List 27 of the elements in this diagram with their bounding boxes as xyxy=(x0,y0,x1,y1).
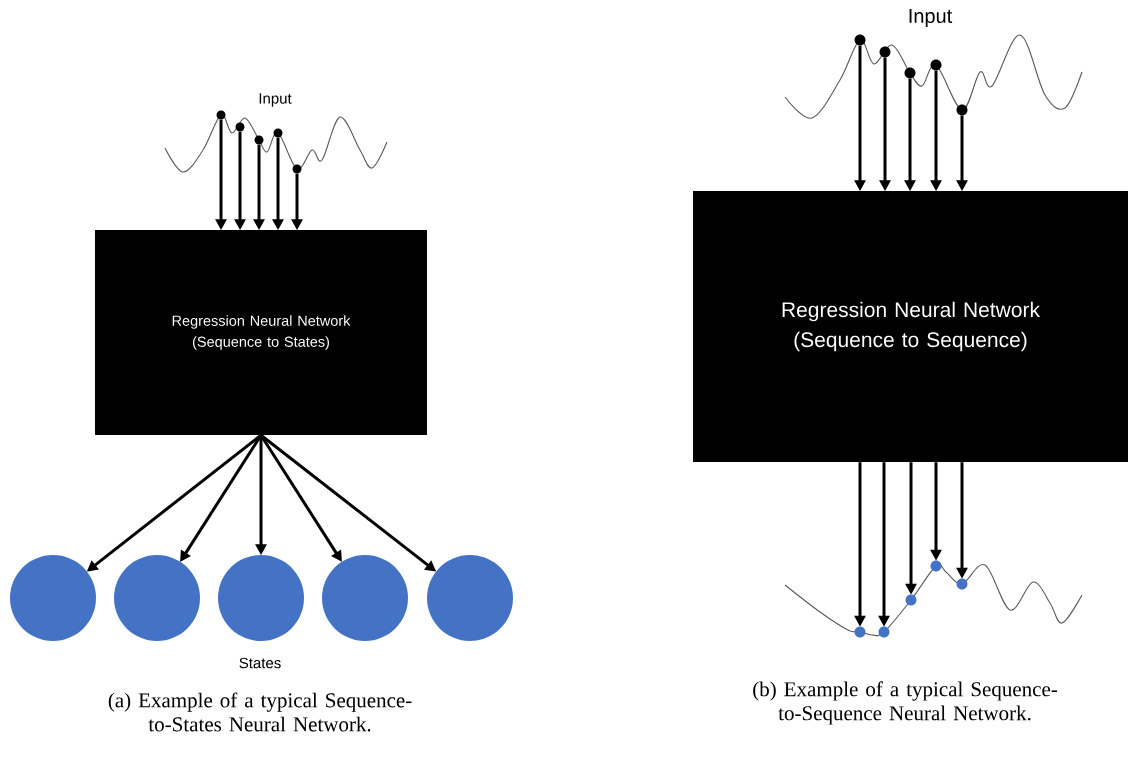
output-point xyxy=(956,578,968,590)
caption: (b) Example of a typical Sequence-to-Sequence Neural Network. xyxy=(753,681,1058,725)
output-point xyxy=(878,626,890,638)
input-point xyxy=(956,104,968,116)
output-point xyxy=(930,560,942,572)
input-point xyxy=(854,34,866,46)
state-circle xyxy=(218,555,304,641)
input-label: Input xyxy=(909,9,953,27)
output-point xyxy=(905,594,917,606)
output-point xyxy=(854,626,866,638)
input-point xyxy=(273,128,283,138)
state-circle xyxy=(10,555,96,641)
state-circle xyxy=(114,555,200,641)
input-label: Input xyxy=(259,93,292,107)
caption: (a) Example of a typical Sequence-to-States Neural Network. xyxy=(108,692,412,732)
input-point xyxy=(904,67,916,79)
network-box: Regression Neural Network (Sequence to Sequence) xyxy=(693,191,1128,462)
input-point xyxy=(254,135,264,145)
input-point xyxy=(235,122,245,132)
input-point xyxy=(216,110,226,120)
input-point xyxy=(292,164,302,174)
output-label: States xyxy=(239,657,281,669)
input-point xyxy=(879,46,891,58)
state-circle xyxy=(322,555,408,641)
network-box: Regression Neural Network (Sequence to States) xyxy=(95,230,427,435)
state-circle xyxy=(427,555,513,641)
input-point xyxy=(930,59,942,71)
